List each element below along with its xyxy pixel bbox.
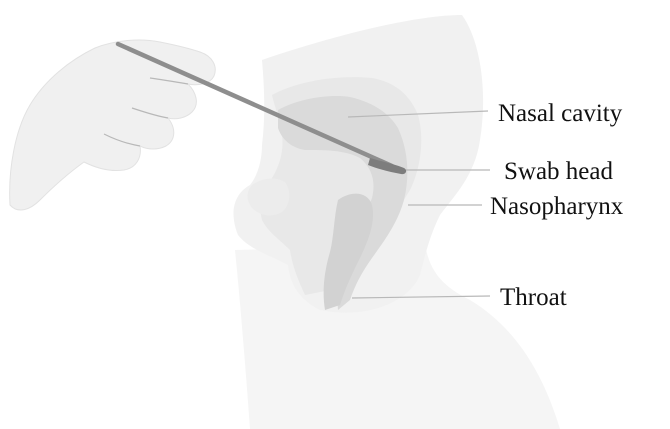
label-nasal-cavity: Nasal cavity <box>498 100 623 127</box>
label-swab-head: Swab head <box>504 158 613 185</box>
label-nasopharynx: Nasopharynx <box>490 193 624 220</box>
label-throat: Throat <box>500 284 567 311</box>
gloved-hand <box>10 40 216 210</box>
